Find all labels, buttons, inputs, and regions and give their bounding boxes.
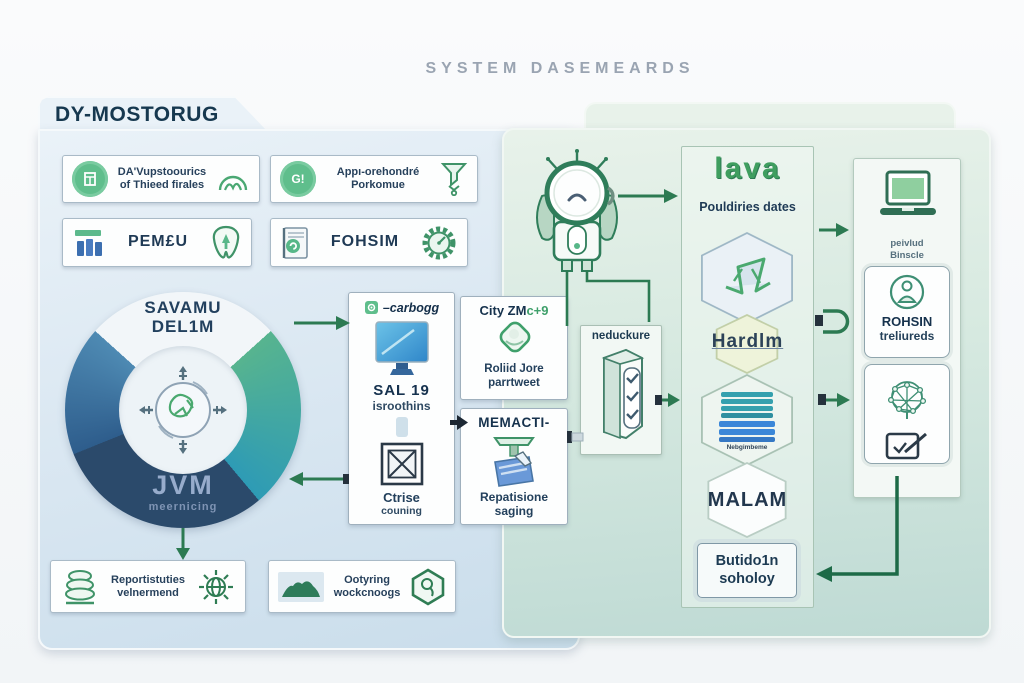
mountain-icon [278,571,324,602]
node-butidoln: Butido1n soholoy [697,543,797,598]
carbogg-footer1: Ctrise [383,490,420,505]
tool-card-network [864,364,950,464]
page-title: SYSTEM DASEMEARDS [425,60,695,77]
tooth-shield-icon [210,225,242,261]
carbogg-footer2: couning [381,505,422,517]
feature-box-fohsim: FOHSIM [270,218,468,267]
left-panel-title: DY-MOSTORUG [55,103,219,126]
feature-box-pemlu: PEM£U [62,218,252,267]
rohsin-sublabel: treliureds [879,329,935,343]
hex-node-hardim [715,314,779,374]
bar-chart-icon [72,228,106,258]
memacti-header: MEMACTI- [478,415,550,430]
badge-g-icon: G! [280,161,316,197]
stacked-rings-icon [60,567,100,607]
carbogg-connector [395,417,408,437]
person-circle-icon [887,272,927,312]
feature-box-label: FOHSIM [330,233,400,251]
notebook-icon [280,226,310,260]
arch-icon [216,165,250,193]
x-square-icon [379,441,425,487]
carbogg-header: –carbogg [382,300,440,315]
rohsin-label: ROHSIN [881,314,933,329]
node-neduckure: neduckure [580,325,662,455]
gear-gauge-icon [420,224,458,262]
butidoln-line2: soholoy [719,570,775,587]
left-folder-tab [38,96,268,132]
feature-box-label: PEM£U [127,233,189,251]
hexagon-badge-icon [410,567,446,606]
hex-node-servers: Nebgimbeme [701,374,793,466]
check-tower-icon [592,344,650,444]
diamond-smile-icon [491,321,537,361]
tool-card-rohsin: ROHSIN treliureds [864,266,950,358]
carbogg-title: SAL 19 [373,382,430,399]
neduckure-label: neduckure [591,330,651,342]
server-caption: Nebgimbeme [726,443,768,451]
scribble-graph-icon [712,247,782,309]
server-stack-icon [717,390,777,442]
city-header: City ZMc+9 [479,303,549,318]
carbogg-subtitle: isroothins [372,399,431,413]
monitor-icon [370,320,434,378]
scanner-icon [485,432,543,488]
badge-window-icon [72,161,108,197]
node-carbogg: –carbogg SAL 19 isroothins Ctrise counin… [348,292,455,525]
sun-globe-icon [196,567,236,607]
checkbox-pen-icon [885,430,929,460]
right-folder-tab [584,102,956,132]
at-square-icon [364,300,379,315]
butidoln-line1: Butido1n [715,553,779,570]
funnel-icon [440,162,468,196]
network-globe-icon [883,375,931,423]
